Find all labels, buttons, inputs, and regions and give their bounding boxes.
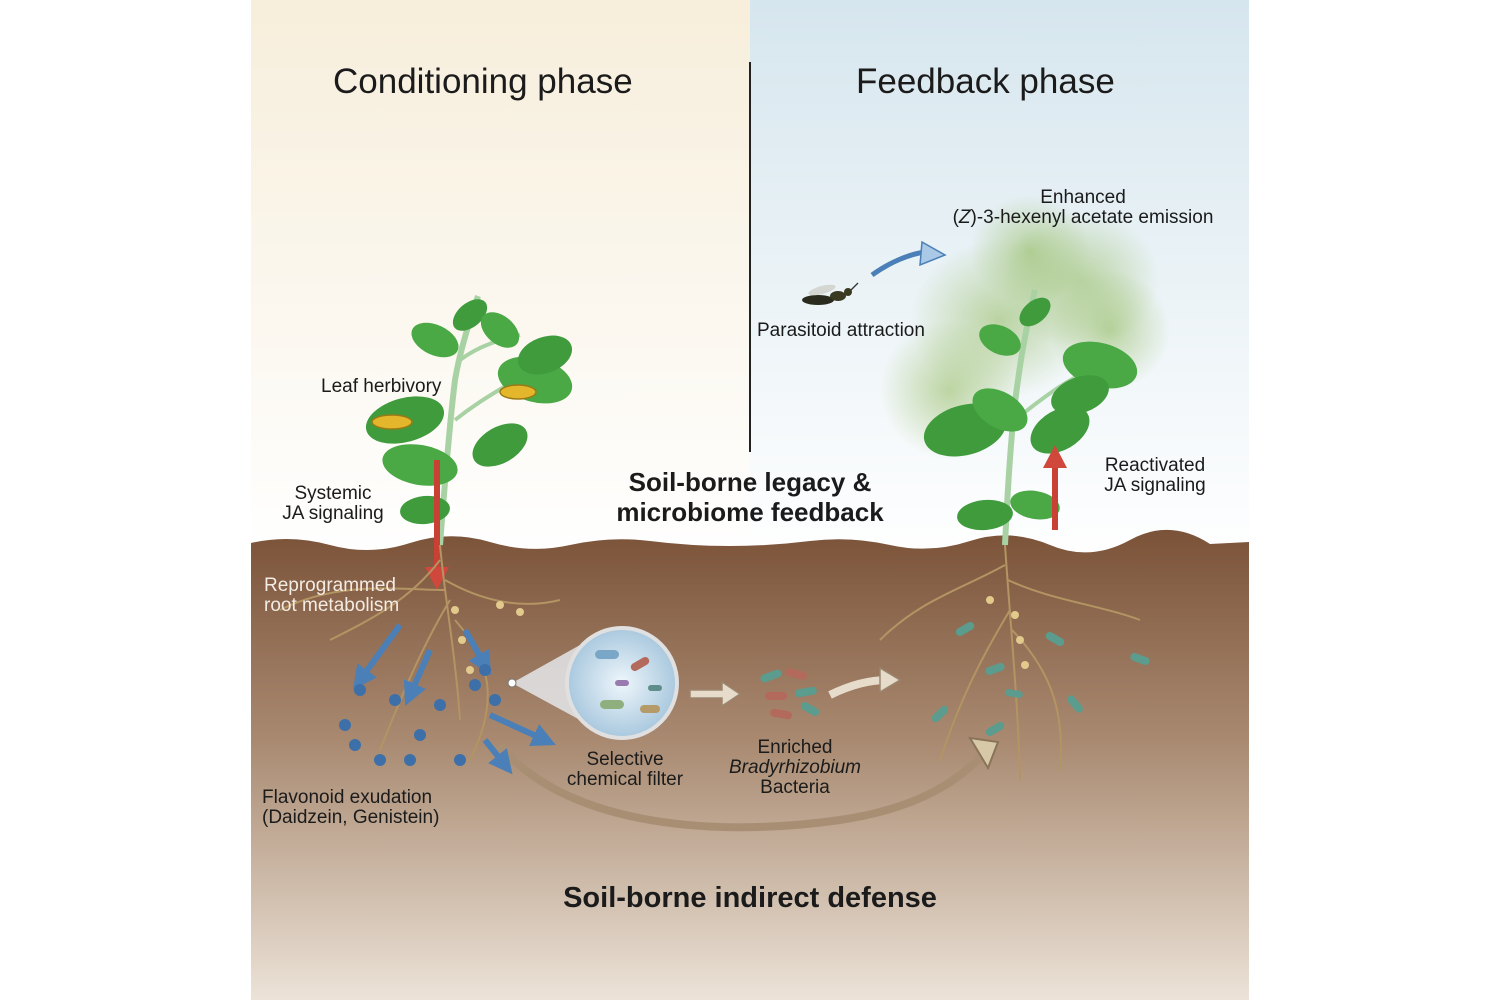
lens-cone [512,645,580,720]
feedback-phase-heading: Feedback phase [856,62,1115,101]
bacteria-to-plant-arrowhead [879,666,902,694]
enhanced-z: Z [958,207,971,228]
flavonoid-exudation-label: Flavonoid exudation (Daidzein, Genistein… [262,788,439,828]
lens-origin [507,678,517,688]
enriched-line3: Bacteria [760,777,830,798]
parasitoid-wasp-icon [802,282,859,305]
systemic-ja-label: Systemic JA signaling [268,484,398,524]
selective-line1: Selective [586,749,664,770]
flavonoid-line1: Flavonoid exudation [262,787,433,808]
filter-to-bacteria-arrow [689,680,742,708]
enhanced-line2: )-3-hexenyl acetate emission [970,207,1214,228]
reprogrammed-line2: root metabolism [264,595,400,616]
reactivated-ja-label: Reactivated JA signaling [1085,456,1225,496]
reactivated-line1: Reactivated [1104,455,1206,476]
feedback-plant [923,289,1138,546]
legacy-return-arrow [496,742,988,832]
feedback-root-nodules [986,596,1029,669]
legacy-return-arrowhead [968,736,1000,771]
parasitoid-attraction-arrowhead [919,240,947,267]
flavonoid-molecules [339,664,501,766]
reprogrammed-line1: Reprogrammed [264,575,396,596]
enriched-bacteria-label: Enriched Bradyrhizobium Bacteria [720,738,870,798]
reactivated-signal-arrowhead [1043,445,1067,468]
conditioning-phase-heading: Conditioning phase [333,62,633,101]
systemic-ja-line2: JA signaling [282,503,384,524]
feedback-roots [879,544,1141,781]
enhanced-line1: Enhanced [1040,187,1126,208]
enriched-line2: Bradyrhizobium [729,757,861,778]
indirect-defense-label: Soil-borne indirect defense [563,882,937,914]
conditioning-background [251,0,750,560]
lens-microbes [595,650,662,713]
reprogrammed-root-label: Reprogrammed root metabolism [264,576,399,616]
soil-layer [251,529,1249,1000]
flavonoid-arrows [352,623,556,775]
legacy-line1: Soil-borne legacy & [628,467,872,497]
enriched-bacteria-cluster [760,668,820,720]
systemic-ja-line1: Systemic [294,483,372,504]
legacy-feedback-label: Soil-borne legacy & microbiome feedback [560,467,940,527]
leaf-herbivory-label: Leaf herbivory [321,376,442,397]
enhanced-emission-label: Enhanced (Z)-3-hexenyl acetate emission [918,188,1248,228]
selective-line2: chemical filter [566,769,684,790]
feedback-bacteria [931,622,1150,736]
flavonoid-line2: (Daidzein, Genistein) [262,807,440,828]
enriched-line1: Enriched [757,737,833,758]
legacy-line2: microbiome feedback [616,497,884,527]
selective-filter-label: Selective chemical filter [560,750,690,790]
parasitoid-attraction-label: Parasitoid attraction [757,320,925,341]
enhanced-paren: ( [952,207,959,228]
reactivated-line2: JA signaling [1104,475,1206,496]
